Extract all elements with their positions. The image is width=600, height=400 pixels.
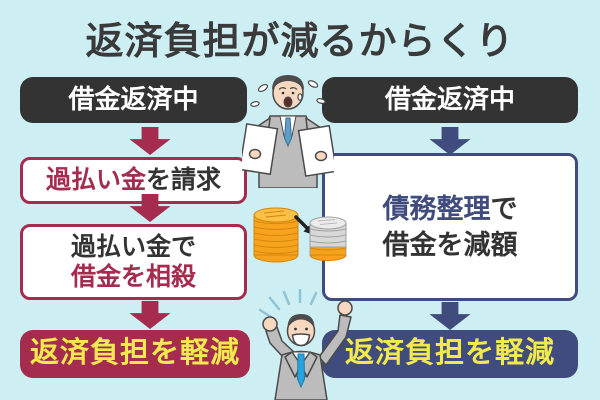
right-step2-line2: 借金を減額	[382, 230, 518, 260]
left-step3-line2: 借金を相殺	[70, 263, 196, 291]
left-step2-box: 過払い金を請求	[20, 157, 247, 204]
left-step1-box: 借金返済中	[20, 77, 247, 123]
left-step3-box: 過払い金で 借金を相殺	[20, 224, 247, 300]
left-result-label: 返済負担を軽減	[29, 337, 240, 370]
right-step1-box: 借金返済中	[322, 77, 578, 123]
left-step2-label: 過払い金を請求	[46, 165, 221, 196]
right-step2-accent: 債務整理	[382, 193, 491, 224]
left-result-box: 返済負担を軽減	[20, 330, 250, 378]
right-step2-line1: 債務整理で	[383, 191, 518, 227]
open-mouth	[283, 96, 293, 108]
left-step3-line1: 過払い金で	[70, 232, 196, 261]
left-step1-label: 借金返済中	[68, 84, 199, 115]
tie	[296, 353, 306, 389]
open-smile	[291, 333, 311, 347]
down-arrow-icon	[129, 194, 171, 222]
right-result-label: 返済負担を軽減	[344, 337, 555, 370]
coin-stacks-icon	[253, 207, 347, 263]
down-arrow-icon	[129, 301, 171, 329]
right-step2-rest: で	[490, 193, 518, 224]
page-title: 返済負担が減るからくり	[85, 21, 515, 63]
raised-fist-left	[262, 316, 278, 332]
down-arrow-icon	[129, 127, 171, 155]
document-left	[242, 123, 279, 176]
sweat-drops-icon	[250, 80, 326, 107]
right-step1-label: 借金返済中	[384, 84, 515, 115]
raised-fist-right	[337, 300, 353, 316]
document-right	[297, 124, 334, 177]
right-step2-box: 債務整理で 借金を減額	[322, 153, 578, 301]
gold-coin-stack-icon	[253, 207, 299, 263]
right-result-box: 返済負担を軽減	[322, 330, 578, 378]
excitement-rays-icon	[258, 289, 318, 319]
cheering-businessman-icon	[258, 289, 353, 400]
worried-businessman-with-documents-icon	[242, 75, 334, 188]
silver-coin-stack-icon	[309, 216, 347, 261]
left-step2-accent: 過払い金	[45, 166, 146, 195]
down-arrow-icon	[429, 302, 471, 330]
down-arrow-icon	[429, 127, 471, 155]
left-step2-rest: を請求	[146, 166, 222, 195]
tie	[283, 117, 293, 148]
